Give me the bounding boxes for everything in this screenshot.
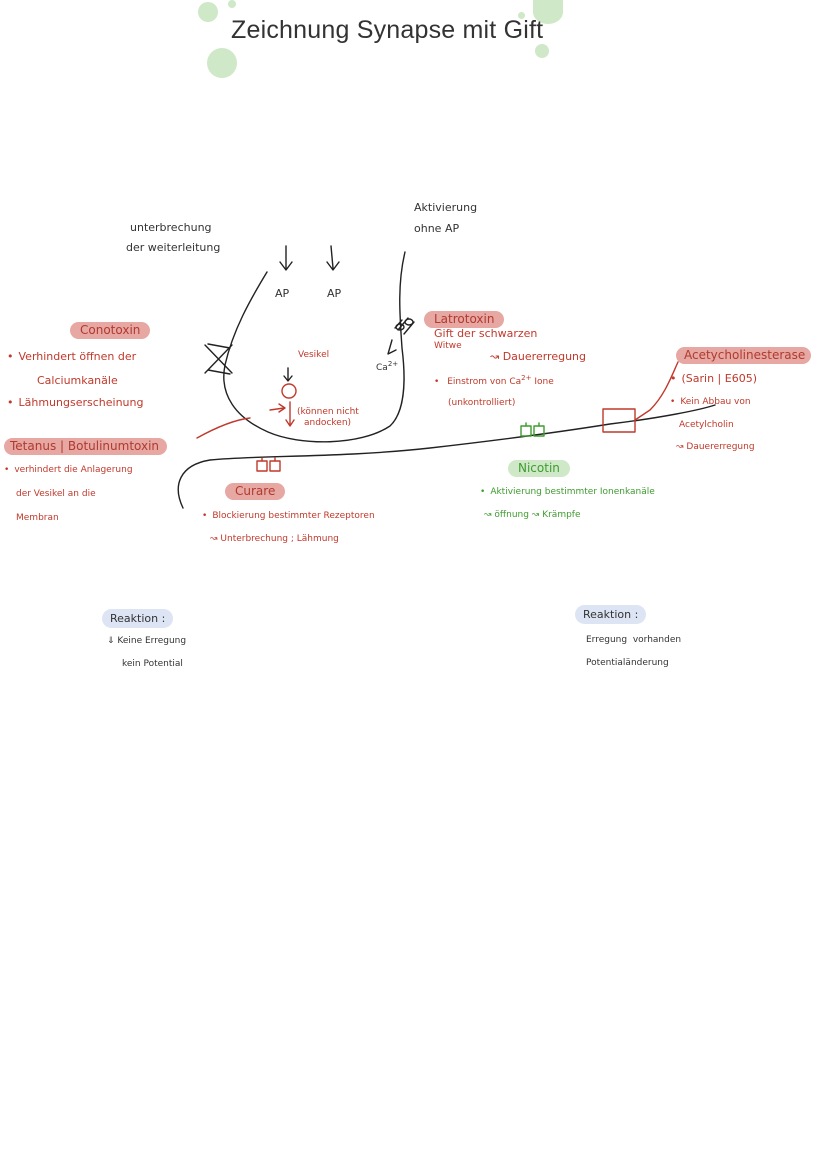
page-title: Zeichnung Synapse mit Gift xyxy=(231,16,544,44)
reaktion-left-label: Reaktion : xyxy=(102,609,174,628)
reaktion-left-line1: ⇓ Keine Erregung xyxy=(107,636,187,646)
decor-dot xyxy=(207,48,237,78)
vesikel-down-arrow xyxy=(269,401,295,427)
latrotoxin-line1: Gift der schwarzen xyxy=(434,327,538,340)
ap-arrow-right xyxy=(326,245,340,271)
vesikel-circle xyxy=(281,383,297,399)
nicotin-line2: ↝ öffnung ↝ Krämpfe xyxy=(484,510,581,520)
label-ap-right: AP xyxy=(327,287,342,300)
reaktion-right-line2: Potentialänderung xyxy=(586,658,669,668)
presynaptic-membrane xyxy=(223,251,406,443)
label-unterbrechung: unterbrechung xyxy=(130,221,212,234)
reaktion-left-line2: kein Potential xyxy=(122,659,183,669)
tetanus-line1: verhindert die Anlagerung xyxy=(4,465,132,475)
label-ca: Ca2+ xyxy=(376,360,399,373)
curare-label: Curare xyxy=(225,483,286,500)
acetylcholinesterase-line3: Acetylcholin xyxy=(679,420,734,430)
nicotin-label: Nicotin xyxy=(508,460,570,477)
channel-blocked-icon xyxy=(204,343,233,375)
receptor-curare-icon xyxy=(256,460,268,472)
curare-line1: Blockierung bestimmter Rezeptoren xyxy=(202,511,374,521)
ca-arrow xyxy=(387,339,397,355)
label-koennen-nicht: (können nicht xyxy=(297,407,359,417)
decor-dot xyxy=(518,12,525,19)
latrotoxin-label: Latrotoxin xyxy=(424,311,505,328)
acetylcholinesterase-line4: ↝ Dauererregung xyxy=(676,442,755,452)
decor-dot xyxy=(228,0,236,8)
conotoxin-line2: Calciumkanäle xyxy=(37,374,118,387)
latrotoxin-line5: (unkontrolliert) xyxy=(448,398,516,408)
reaktion-right-line1: Erregung vorhanden xyxy=(586,635,682,645)
ap-arrow-left xyxy=(279,245,293,271)
conotoxin-line1: Verhindert öffnen der xyxy=(7,350,137,363)
acetylcholinesterase-label: Acetycholinesterase xyxy=(676,347,812,364)
reaktion-right-label: Reaktion : xyxy=(575,605,647,624)
tetanus-line2: der Vesikel an die xyxy=(16,489,96,499)
tetanus-label: Tetanus | Botulinumtoxin xyxy=(4,438,168,455)
latrotoxin-line4: Einstrom von Ca2+ Ione xyxy=(434,374,554,387)
label-weiterleitung: der weiterleitung xyxy=(126,241,221,254)
tetanus-pointer xyxy=(196,417,251,439)
decor-dot xyxy=(533,0,563,24)
conotoxin-label: Conotoxin xyxy=(70,322,151,339)
postsynaptic-membrane xyxy=(177,404,716,509)
label-andocken: andocken) xyxy=(304,418,352,428)
label-ap-left: AP xyxy=(275,287,290,300)
acetylcholinesterase-line2: Kein Abbau von xyxy=(670,397,750,407)
conotoxin-line3: Lähmungserscheinung xyxy=(7,396,144,409)
curare-line2: ↝ Unterbrechung ; Lähmung xyxy=(210,534,339,544)
decor-dot xyxy=(198,2,218,22)
latrotoxin-line2: Witwe xyxy=(434,341,462,351)
enzyme-box-icon xyxy=(602,408,636,433)
label-aktivierung: Aktivierung xyxy=(414,201,478,214)
tetanus-line3: Membran xyxy=(16,513,59,523)
nicotin-line1: Aktivierung bestimmter Ionenkanäle xyxy=(480,487,655,497)
label-vesikel: Vesikel xyxy=(298,350,330,360)
label-ohne-ap: ohne AP xyxy=(414,222,460,235)
latrotoxin-line3: ↝ Dauererregung xyxy=(490,350,586,363)
vesikel-arrow xyxy=(283,367,293,382)
decor-dot xyxy=(535,44,549,58)
receptor-nicotin-icon xyxy=(520,425,532,437)
acetylcholinesterase-line1: (Sarin | E605) xyxy=(670,372,758,385)
